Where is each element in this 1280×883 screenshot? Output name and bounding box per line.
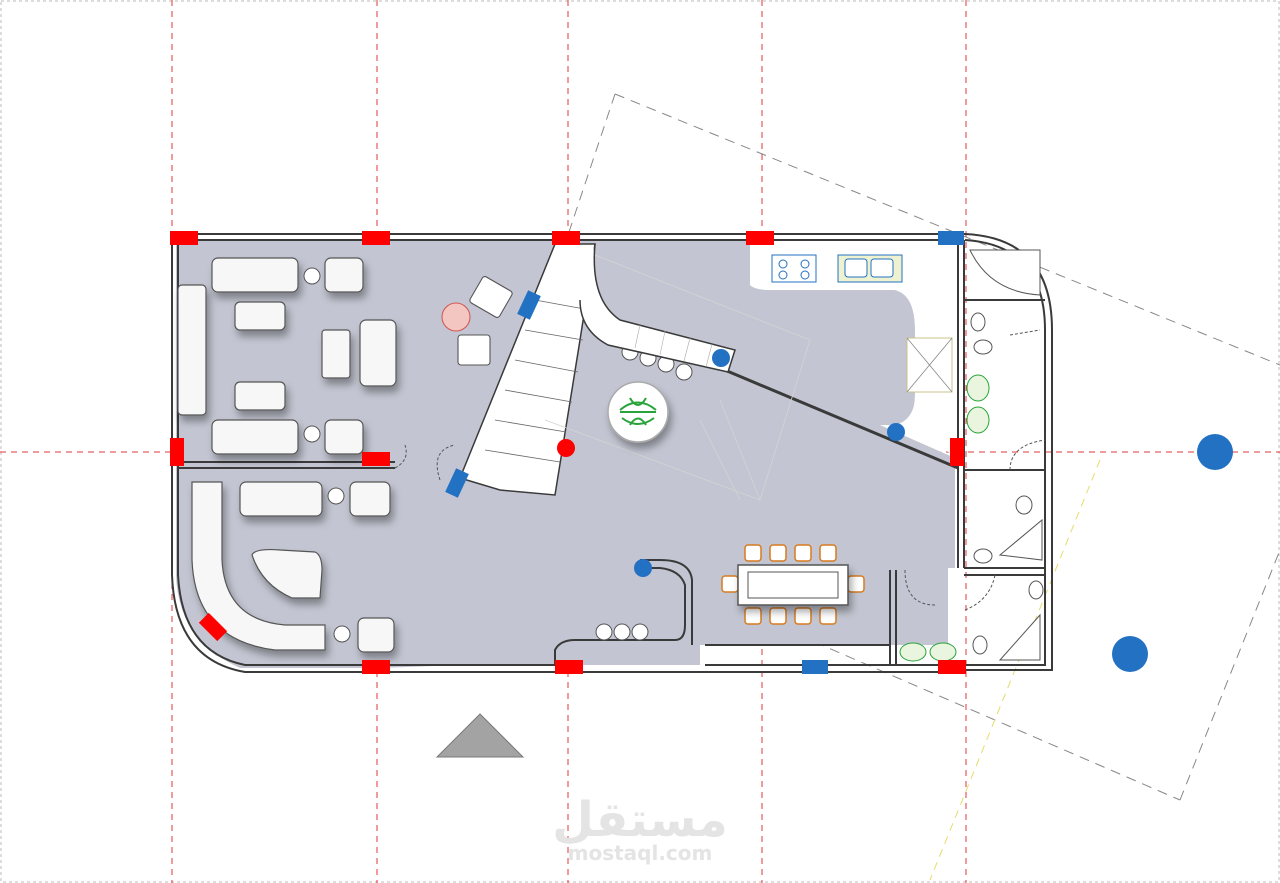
planter-icon — [607, 381, 669, 443]
washbasin-icon — [899, 374, 990, 662]
ghost-stair-grid — [544, 254, 811, 501]
reading-corner — [441, 276, 513, 366]
shower-icon-3 — [998, 613, 1041, 661]
stove-icon — [771, 254, 817, 283]
kitchen-zone — [750, 240, 955, 455]
watermark-arabic: مستقل — [552, 792, 728, 848]
dining-table-icon — [721, 544, 865, 625]
blue-markers — [445, 231, 1233, 674]
toilet-icon — [970, 312, 986, 332]
kitchen-appliances — [771, 254, 953, 393]
round-side-table-icon — [441, 302, 471, 332]
watermark-url: mostaql.com — [568, 841, 713, 865]
rotated-grid-outline — [439, 93, 1280, 801]
shower-icon-2 — [998, 518, 1043, 561]
north-arrow-triangle-icon — [435, 713, 525, 758]
toilet-icon-2 — [973, 339, 993, 355]
door-swings — [394, 329, 1046, 611]
inner-walls — [178, 240, 1045, 665]
toilet-icon-5 — [1028, 580, 1044, 600]
toilet-icon-4 — [973, 548, 993, 564]
toilet-icon-3 — [1015, 495, 1033, 515]
structural-columns — [170, 231, 966, 674]
toilet-icon-6 — [972, 635, 988, 655]
bathroom-fixtures — [899, 249, 1044, 662]
shower-icon — [969, 249, 1041, 296]
living-furniture — [177, 257, 397, 653]
curved-sofa — [191, 481, 326, 651]
